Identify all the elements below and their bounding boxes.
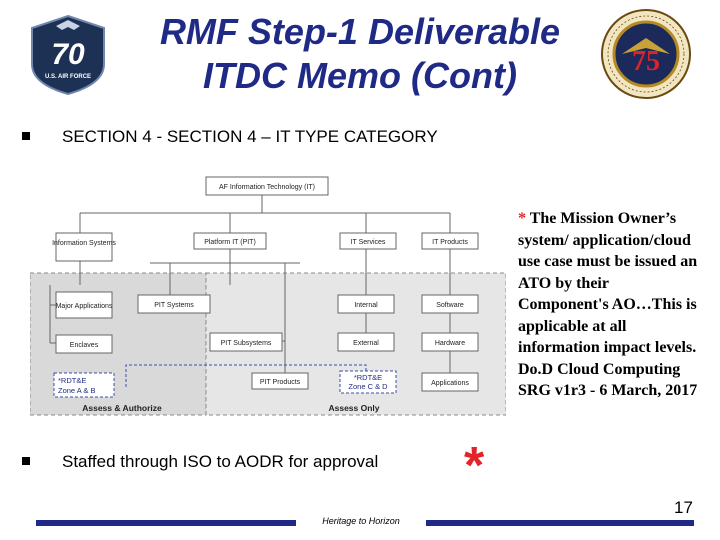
ato-note: * The Mission Owner’s system/ applicatio… bbox=[518, 208, 702, 402]
logo-70-text: 70 bbox=[51, 38, 85, 71]
node-internal: Internal bbox=[354, 302, 378, 309]
zone-ab-line2: Zone A & B bbox=[58, 386, 96, 395]
title-line-2: ITDC Memo (Cont) bbox=[203, 55, 517, 96]
node-pit-subsystems: PIT Subsystems bbox=[221, 340, 272, 347]
zone-cd-line1: *RDT&E bbox=[354, 373, 382, 382]
node-pit-products: PIT Products bbox=[260, 379, 301, 386]
node-applications: Applications bbox=[431, 380, 469, 387]
node-it-products: IT Products bbox=[432, 239, 468, 246]
node-pit-systems: PIT Systems bbox=[154, 302, 194, 309]
bullet-1-text: SECTION 4 - SECTION 4 – IT TYPE CATEGORY bbox=[62, 127, 438, 146]
air-force-70-logo: 70 U.S. AIR FORCE bbox=[31, 14, 105, 96]
slide-title: RMF Step-1 Deliverable ITDC Memo (Cont) bbox=[130, 10, 590, 98]
seal-75-text: 75 bbox=[632, 46, 660, 77]
note-text: The Mission Owner’s system/ application/… bbox=[518, 210, 698, 399]
it-type-category-diagram: AF Information Technology (IT) Informati… bbox=[30, 176, 506, 416]
note-asterisk: * bbox=[518, 210, 526, 227]
footer-slogan: Heritage to Horizon bbox=[322, 516, 400, 526]
zone-ab-line1: *RDT&E bbox=[58, 376, 86, 385]
node-information-systems: Information Systems bbox=[52, 240, 116, 247]
node-af-it: AF Information Technology (IT) bbox=[219, 184, 315, 191]
label-assess-only: Assess Only bbox=[328, 403, 379, 413]
bullet-2-text: Staffed through ISO to AODR for approval bbox=[62, 452, 379, 471]
zone-cd-line2: Zone C & D bbox=[348, 382, 388, 391]
node-platform-it: Platform IT (PIT) bbox=[204, 239, 256, 246]
label-assess-authorize: Assess & Authorize bbox=[82, 403, 162, 413]
red-asterisk: * bbox=[464, 437, 485, 495]
node-it-services: IT Services bbox=[351, 239, 386, 246]
training-command-75-seal: 75 bbox=[601, 9, 691, 99]
title-line-1: RMF Step-1 Deliverable bbox=[159, 11, 561, 52]
node-major-applications: Major Applications bbox=[56, 303, 113, 310]
footer-bar-left bbox=[36, 520, 296, 526]
bullet-square bbox=[22, 132, 30, 140]
node-software: Software bbox=[436, 302, 464, 309]
footer-bar-right bbox=[426, 520, 694, 526]
bullet-square bbox=[22, 457, 30, 465]
page-number: 17 bbox=[674, 498, 693, 517]
node-external: External bbox=[353, 340, 379, 347]
node-hardware: Hardware bbox=[435, 340, 465, 347]
node-enclaves: Enclaves bbox=[70, 342, 99, 349]
logo-usaf-text: U.S. AIR FORCE bbox=[45, 74, 91, 80]
